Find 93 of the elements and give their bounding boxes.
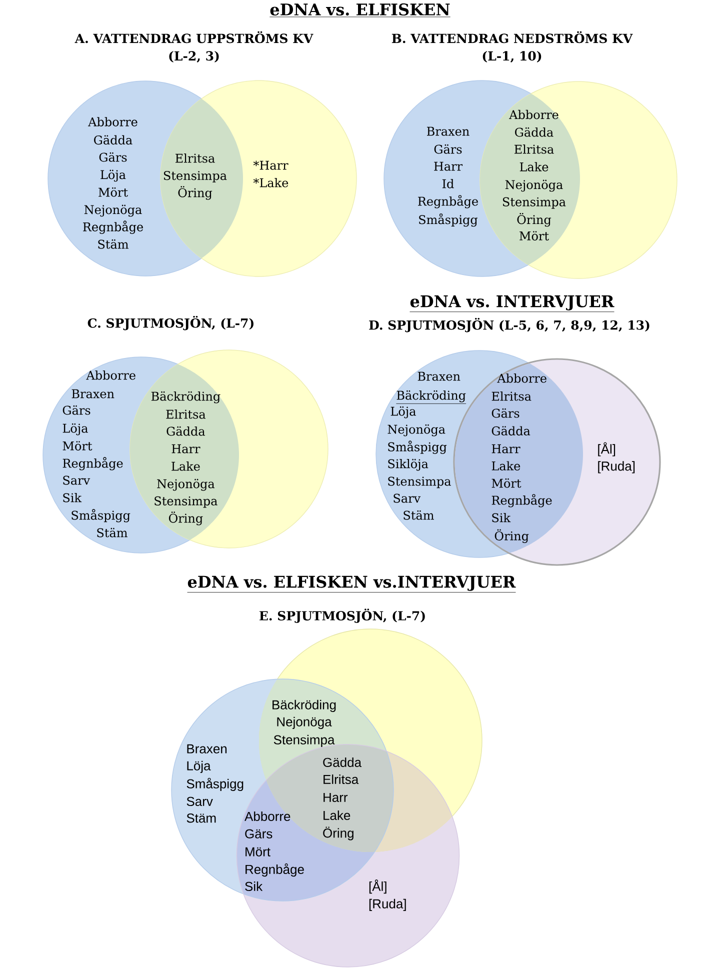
species-name: Lake <box>172 462 200 471</box>
species-name: Nejonöga <box>277 716 332 729</box>
species-name: Regnbåge <box>62 457 123 470</box>
panel-heading: A. VATTENDRAG UPPSTRÖMS KV (L-2, 3) <box>74 31 314 63</box>
species-name: Abborre <box>509 110 558 120</box>
species-name: Mört <box>492 478 522 488</box>
panel-heading: C. SPJUTMOSJÖN, (L-7) <box>88 316 254 330</box>
species-name: Löja <box>187 760 211 773</box>
panel-heading: D. SPJUTMOSJÖN (L-5, 6, 7, 8,9, 12, 13) <box>369 318 650 332</box>
species-name: Braxen <box>72 389 114 398</box>
species-name: Harr <box>434 162 463 171</box>
species-name: Gädda <box>515 127 554 137</box>
section-heading: eDNA vs. ELFISKEN vs.INTERVJUER <box>187 576 516 593</box>
species-name: Öring <box>494 529 529 543</box>
species-name: Bäckröding <box>151 391 220 404</box>
species-name: Stensimpa <box>164 171 227 182</box>
species-name: Nejonöga <box>84 204 142 217</box>
species-name: Sik <box>245 881 263 892</box>
species-name: Regnbåge <box>246 863 304 877</box>
species-name: Mört <box>62 441 92 450</box>
species-name: Mört <box>246 847 270 856</box>
species-name: Gärs <box>492 408 520 418</box>
species-name: Elritsa <box>176 154 215 163</box>
species-name: Elritsa <box>166 410 206 419</box>
species-name: Stäm <box>404 510 434 520</box>
species-name: Stensimpa <box>388 476 451 488</box>
species-name: Sarv <box>186 796 213 806</box>
species-name: Gärs <box>245 829 272 838</box>
species-name: Lake <box>492 461 520 470</box>
species-name: Harr <box>172 444 200 454</box>
species-name: Gärs <box>434 144 462 154</box>
species-name: Sik <box>492 513 511 522</box>
species-name: Öring <box>168 512 203 526</box>
species-name: Stäm <box>186 814 216 823</box>
species-name: Gädda <box>94 135 132 145</box>
species-name: Småspigg <box>186 778 244 791</box>
species-name: Gädda <box>323 757 362 768</box>
species-name: Regnbåge <box>492 494 552 508</box>
species-name: *Harr <box>253 160 288 170</box>
species-name: Gädda <box>492 426 530 436</box>
species-name: Elritsa <box>324 774 359 784</box>
section-heading: eDNA vs. INTERVJUER <box>410 295 614 312</box>
species-name: Småspigg <box>419 213 478 227</box>
species-name: Öring <box>323 826 354 840</box>
species-name: Småspigg <box>72 509 130 522</box>
species-name: Elritsa <box>492 392 532 401</box>
species-name: Nejonöga <box>505 180 563 192</box>
species-name: Regnbåge <box>418 195 478 208</box>
species-name: Mört <box>520 231 549 240</box>
species-name: Löja <box>100 170 126 182</box>
species-name: Sik <box>63 493 82 502</box>
species-name: Braxen <box>187 744 227 754</box>
species-name: Mört <box>98 187 128 197</box>
species-name: Abborre <box>86 370 136 380</box>
species-name: *Lake <box>253 178 288 188</box>
species-name: Öring <box>178 186 212 200</box>
species-name: Harr <box>324 792 348 802</box>
species-name: Stäm <box>97 528 128 538</box>
species-name: Bäckröding <box>272 700 336 712</box>
species-name: Siklöja <box>388 458 428 471</box>
species-name: Braxen <box>418 372 460 381</box>
species-name: Gärs <box>62 405 90 415</box>
species-name: Lake <box>324 810 350 820</box>
species-name: Öring <box>517 212 552 227</box>
species-name: Id <box>442 179 454 188</box>
species-name: Stensimpa <box>274 734 335 747</box>
species-name: Regnbåge <box>83 220 143 234</box>
diagram-title: eDNA vs. ELFISKEN <box>269 3 451 18</box>
species-name: Lake <box>520 162 548 172</box>
species-name: Abborre <box>497 374 546 383</box>
species-name: Sarv <box>63 476 90 485</box>
species-name: [Ruda] <box>598 461 635 474</box>
species-name: Stensimpa <box>154 496 218 508</box>
species-name: Bäckröding <box>396 390 466 404</box>
species-name: Elritsa <box>514 144 554 154</box>
species-name: Gädda <box>166 426 205 436</box>
species-name: Harr <box>492 444 520 454</box>
species-name: Nejonöga <box>157 478 215 491</box>
species-name: Löja <box>390 406 416 418</box>
species-name: [Ål] <box>369 880 386 894</box>
species-name: Löja <box>62 423 88 436</box>
species-name: [Ål] <box>598 442 616 456</box>
species-name: Nejonöga <box>388 424 446 436</box>
species-name: Sarv <box>394 494 421 503</box>
species-name: Abborre <box>88 117 138 126</box>
species-name: Småspigg <box>388 440 447 454</box>
species-name: Gärs <box>99 152 127 162</box>
species-name: Stäm <box>98 239 128 249</box>
species-name: [Ruda] <box>369 898 406 911</box>
species-name: Braxen <box>427 126 470 136</box>
species-name: Abborre <box>244 811 290 822</box>
species-name: Stensimpa <box>502 197 566 209</box>
panel-heading: B. VATTENDRAG NEDSTRÖMS KV (L-1, 10) <box>392 31 633 63</box>
